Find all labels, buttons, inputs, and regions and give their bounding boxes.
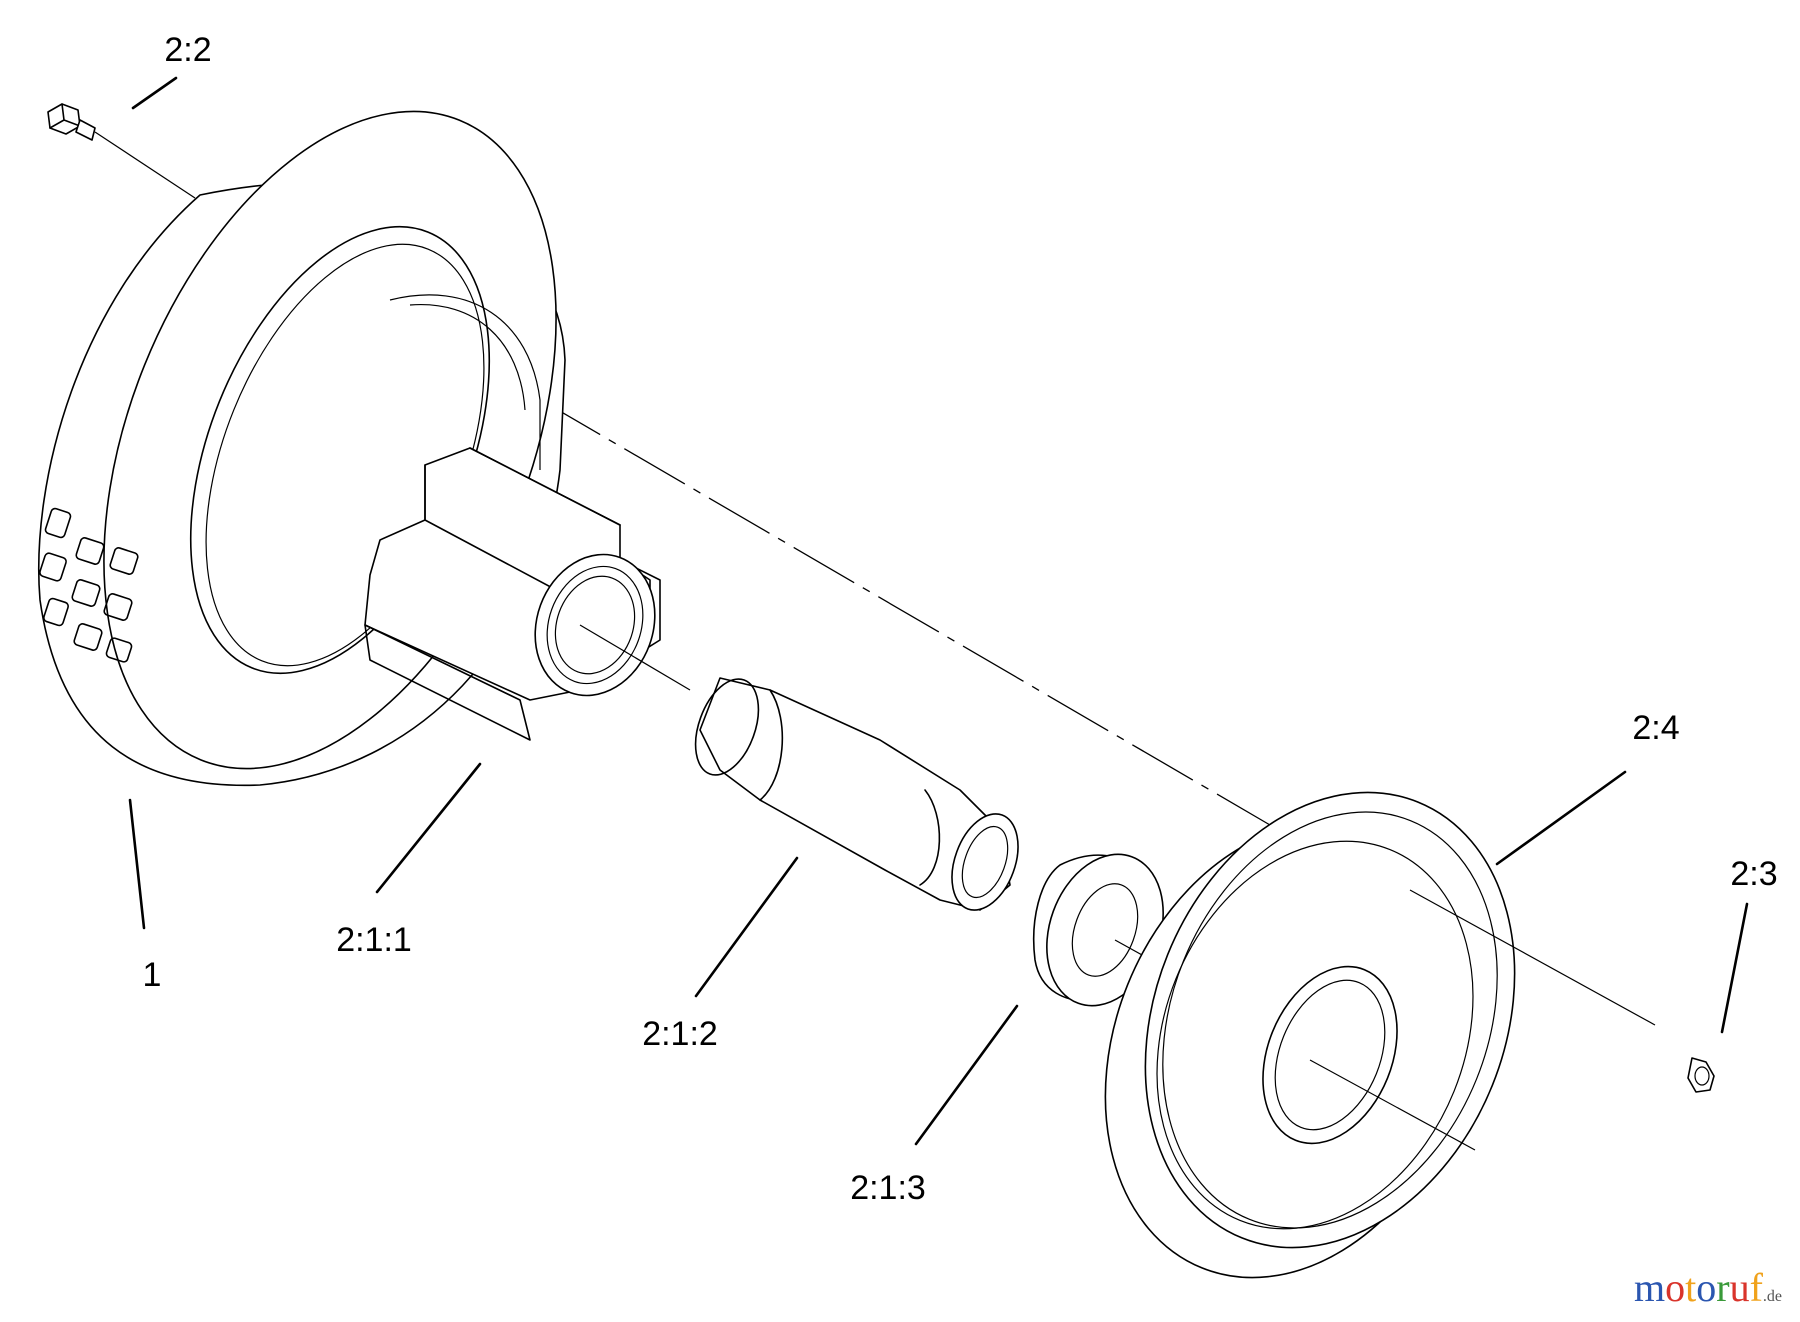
leader-wheel-cover [1495,770,1627,866]
callout-nut: 2:3 [1730,855,1778,893]
callout-spacer: 2:1:3 [850,1169,926,1207]
nut [1687,1057,1715,1093]
leader-nut [1720,902,1749,1034]
tread-pattern [39,507,139,663]
watermark-letter: o [1696,1265,1717,1310]
callout-wheel-cover: 2:4 [1632,709,1680,747]
wheel-cover [1104,791,1656,1279]
assembly-axis-line [454,349,1271,826]
callout-screw: 2:2 [164,31,212,69]
spacer [1032,853,1164,1007]
watermark-suffix: .de [1762,1288,1782,1305]
leader-hub [375,762,482,894]
screw [47,103,196,199]
leader-axle-bushing [694,856,799,998]
hub [364,447,691,741]
callout-hub: 2:1:1 [336,921,412,959]
watermark-letter: u [1729,1265,1750,1310]
callout-tire: 1 [142,956,162,994]
callout-axle-bushing: 2:1:2 [642,1015,718,1053]
watermark-letter: o [1665,1265,1686,1310]
motoruf-watermark-logo: motoruf.de [1634,1268,1782,1308]
leader-spacer [914,1004,1019,1146]
leader-tire [128,798,146,930]
watermark-letter: t [1685,1265,1697,1310]
watermark-letter: r [1716,1265,1730,1310]
leader-screw [131,76,178,110]
tire [37,110,566,787]
watermark-letter: f [1749,1265,1763,1310]
watermark-letter: m [1633,1265,1666,1310]
axle-bushing [694,677,1019,911]
